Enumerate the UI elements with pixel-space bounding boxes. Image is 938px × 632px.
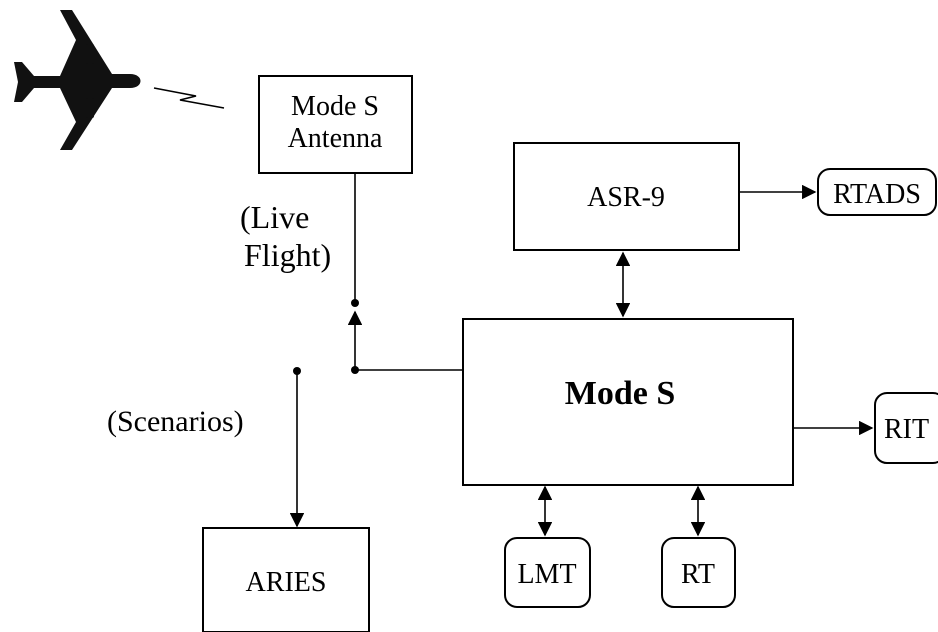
aries-node: ARIES	[202, 527, 370, 632]
rtads-node: RTADS	[817, 168, 937, 216]
rt-label: RT	[681, 559, 715, 590]
rit-node: RIT	[874, 392, 938, 464]
antenna-label-line2: Antenna	[288, 123, 383, 154]
mode-s-node: Mode S	[462, 318, 794, 486]
antenna-label-line1: Mode S	[291, 91, 379, 122]
lmt-label: LMT	[517, 559, 576, 590]
airplane-icon	[14, 10, 141, 150]
asr9-label: ASR-9	[587, 182, 665, 213]
lmt-node: LMT	[504, 537, 591, 608]
switch-icon	[347, 299, 463, 374]
radio-link-icon	[153, 87, 225, 109]
rtads-label: RTADS	[833, 179, 921, 210]
mode-s-label: Mode S	[565, 375, 676, 412]
rt-node: RT	[661, 537, 736, 608]
asr9-node: ASR-9	[513, 142, 740, 251]
scenarios-label: (Scenarios)	[107, 405, 244, 438]
live-flight-label-line2: Flight)	[244, 237, 331, 273]
rit-label: RIT	[884, 414, 929, 445]
live-flight-label-line1: (Live	[240, 199, 309, 235]
mode-s-antenna-node: Mode S Antenna	[258, 75, 413, 174]
aries-label: ARIES	[246, 567, 327, 598]
